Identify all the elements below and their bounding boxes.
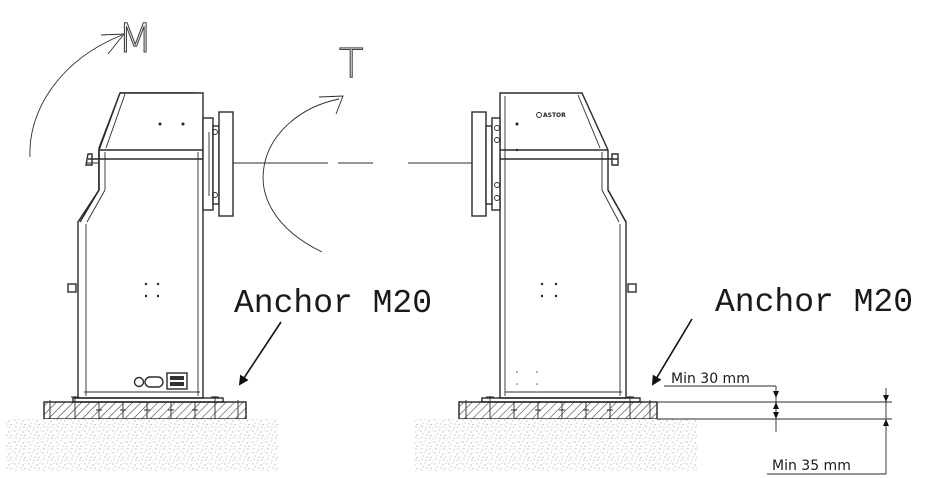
anchor-arrow-right (651, 318, 693, 386)
anchor-label-left: Anchor M20 (234, 285, 432, 322)
brand-logo: ASTOR (543, 112, 566, 119)
concrete-right (415, 419, 697, 471)
anchor-label-right: Anchor M20 (715, 284, 913, 321)
min-35-label: Min 35 mm (772, 458, 851, 474)
torque-arrow: T (262, 40, 364, 253)
dimension-lines (657, 385, 892, 475)
base-plate-left (43, 396, 247, 432)
moment-arrow: M (29, 15, 153, 158)
concrete-left (6, 419, 278, 471)
min-30-label: Min 30 mm (671, 371, 750, 387)
torque-letter: T (339, 41, 363, 87)
moment-letter: M (118, 16, 153, 62)
positioner-left (67, 92, 234, 399)
anchor-arrow-left (238, 321, 282, 386)
positioner-right: ASTOR (471, 92, 637, 399)
